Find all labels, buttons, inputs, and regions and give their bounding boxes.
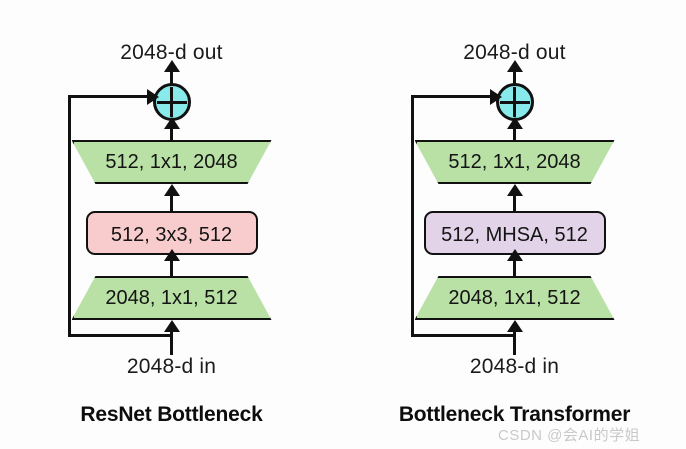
skip-arrowhead xyxy=(490,88,502,105)
block-label: 2048, 1x1, 512 xyxy=(105,287,238,309)
block-label: 512, MHSA, 512 xyxy=(441,224,588,246)
input-line xyxy=(170,328,173,355)
skip-arrowhead xyxy=(147,88,159,105)
diagram-resnet-bottleneck: 2048-d out 512, 1x1, 2048 512, 3x3, 512 xyxy=(68,41,272,426)
block-reduce-conv: 2048, 1x1, 512 xyxy=(414,276,615,320)
output-line xyxy=(513,66,516,92)
skip-vertical-segment xyxy=(68,95,71,337)
block-shape xyxy=(414,140,615,184)
block-spatial-conv: 512, 3x3, 512 xyxy=(85,211,258,255)
reduce-to-mid-arrowhead xyxy=(163,249,180,261)
output-arrowhead xyxy=(506,60,523,72)
mid-to-expand-arrowhead xyxy=(506,184,523,196)
block-shape xyxy=(71,140,272,184)
mid-to-expand-line xyxy=(513,192,516,214)
output-arrowhead xyxy=(163,60,180,72)
conv3-to-sum-line xyxy=(513,126,516,146)
plus-vertical-bar xyxy=(170,87,173,117)
plus-vertical-bar xyxy=(513,87,516,117)
conv3-to-sum-arrowhead xyxy=(163,117,180,129)
diagram-bottleneck-transformer: 2048-d out 512, 1x1, 2048 512, MHSA, 512… xyxy=(343,0,686,449)
skip-bottom-segment xyxy=(68,334,173,337)
input-label: 2048-d in xyxy=(126,355,217,378)
block-label: 512, 3x3, 512 xyxy=(110,224,233,246)
mid-to-expand-line xyxy=(170,192,173,214)
output-label: 2048-d out xyxy=(120,41,223,64)
conv3-to-sum-arrowhead xyxy=(506,117,523,129)
input-label: 2048-d in xyxy=(469,355,560,378)
block-label: 2048, 1x1, 512 xyxy=(448,287,581,309)
skip-top-segment xyxy=(68,95,151,98)
reduce-to-mid-line xyxy=(170,257,173,279)
output-line xyxy=(170,66,173,92)
block-expand-conv: 512, 1x1, 2048 xyxy=(414,140,615,184)
output-label: 2048-d out xyxy=(463,41,566,64)
block-label: 512, 1x1, 2048 xyxy=(105,151,238,173)
skip-top-segment xyxy=(411,95,494,98)
block-expand-conv: 512, 1x1, 2048 xyxy=(71,140,272,184)
skip-vertical-segment xyxy=(411,95,414,337)
block-mhsa: 512, MHSA, 512 xyxy=(423,211,606,255)
conv3-to-sum-line xyxy=(170,126,173,146)
reduce-to-mid-line xyxy=(513,257,516,279)
skip-bottom-segment xyxy=(411,334,516,337)
mid-to-expand-arrowhead xyxy=(163,184,180,196)
input-arrowhead xyxy=(163,320,180,332)
csdn-watermark: CSDN @会AI的学姐 xyxy=(498,427,641,444)
input-arrowhead xyxy=(506,320,523,332)
input-line xyxy=(513,328,516,355)
panel-caption: Bottleneck Transformer xyxy=(398,403,631,426)
block-reduce-conv: 2048, 1x1, 512 xyxy=(71,276,272,320)
panel-caption: ResNet Bottleneck xyxy=(80,403,263,426)
reduce-to-mid-arrowhead xyxy=(506,249,523,261)
block-label: 512, 1x1, 2048 xyxy=(448,151,581,173)
